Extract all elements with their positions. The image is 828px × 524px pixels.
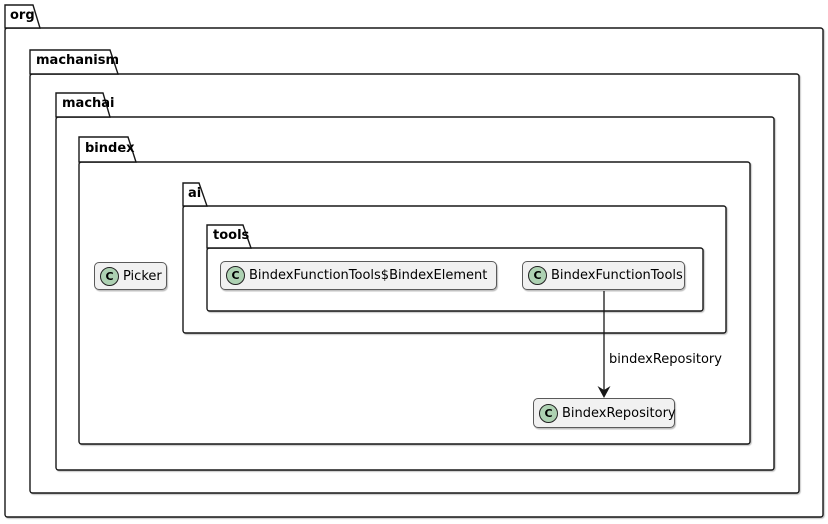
- class-circle-icon: C: [226, 266, 245, 285]
- class-picker: C Picker: [94, 262, 167, 290]
- package-ai-tab: [182, 182, 208, 207]
- package-org-tab: [4, 4, 41, 29]
- class-bindex-repository: C BindexRepository: [533, 398, 676, 428]
- package-label-tools: tools: [213, 228, 250, 243]
- package-machanism-tab: [29, 49, 119, 75]
- class-circle-icon: C: [539, 403, 558, 423]
- class-name: Picker: [123, 268, 162, 284]
- relation-label: bindexRepository: [609, 352, 722, 367]
- class-name: BindexFunctionTools$BindexElement: [249, 268, 488, 283]
- package-label-machanism: machanism: [36, 53, 120, 68]
- arrowhead-icon: [597, 386, 611, 398]
- class-circle-icon: C: [100, 266, 119, 286]
- class-bindex-function-tools: C BindexFunctionTools: [522, 261, 685, 290]
- class-circle-icon: C: [528, 266, 547, 285]
- package-machai-tab: [55, 92, 111, 118]
- package-label-org: org: [10, 8, 35, 23]
- class-bindex-element: C BindexFunctionTools$BindexElement: [220, 261, 497, 290]
- package-label-bindex: bindex: [85, 141, 135, 156]
- package-tools-tab: [206, 224, 252, 249]
- package-label-machai: machai: [62, 96, 115, 111]
- package-bindex-tab: [78, 136, 137, 163]
- package-label-ai: ai: [188, 186, 202, 201]
- class-name: BindexRepository: [562, 405, 676, 421]
- class-name: BindexFunctionTools: [551, 268, 683, 283]
